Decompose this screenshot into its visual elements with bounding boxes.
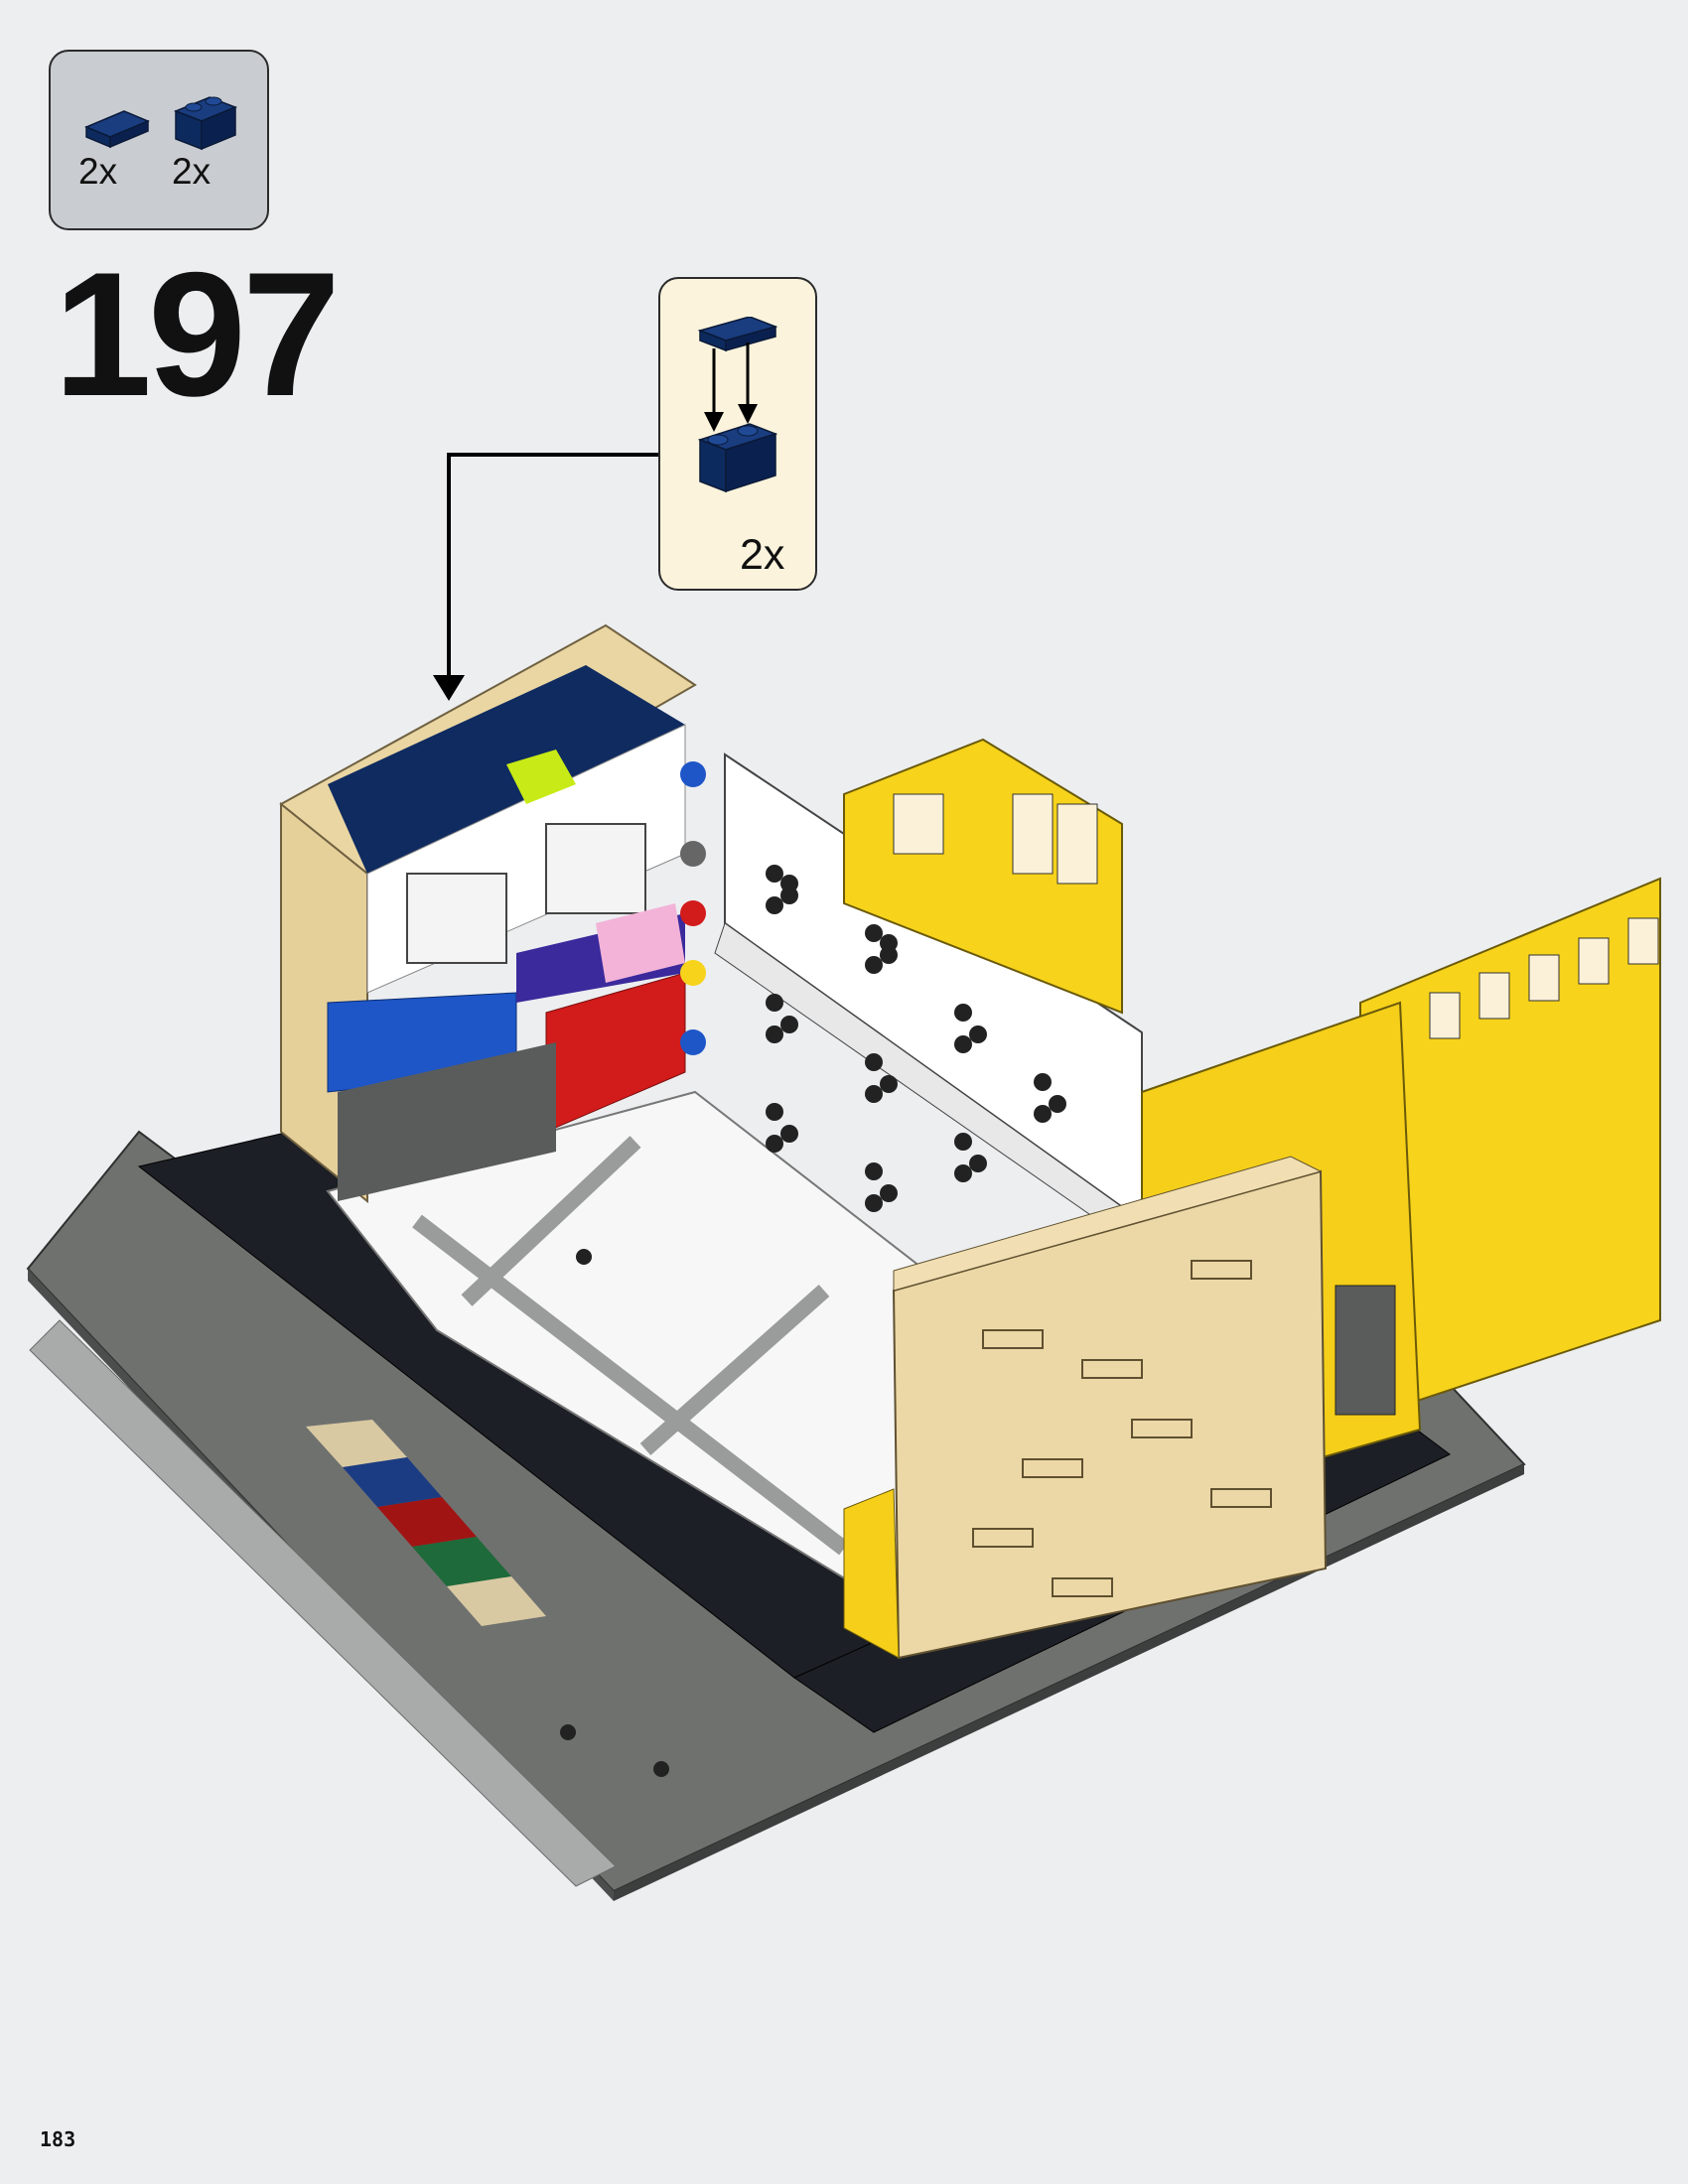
dark-blue-brick-icon	[173, 96, 238, 151]
parts-list-box: 2x 2x	[49, 50, 269, 230]
white-inner-wall	[680, 752, 1143, 1252]
shelf-wall	[279, 623, 697, 1204]
dark-blue-plate-icon	[84, 110, 150, 149]
page-number: 183	[40, 2127, 76, 2151]
step-number: 197	[54, 235, 341, 433]
part-qty-2: 2x	[172, 151, 211, 192]
tan-front-wall	[843, 1156, 1328, 1660]
part-qty-1: 2x	[78, 151, 118, 192]
callout-leader-arrow	[433, 453, 658, 701]
callout-qty: 2x	[740, 531, 785, 579]
callout-assembly-diagram	[697, 317, 778, 493]
sub-assembly-callout: 2x	[658, 277, 817, 591]
arrow-down-icon	[704, 342, 758, 432]
